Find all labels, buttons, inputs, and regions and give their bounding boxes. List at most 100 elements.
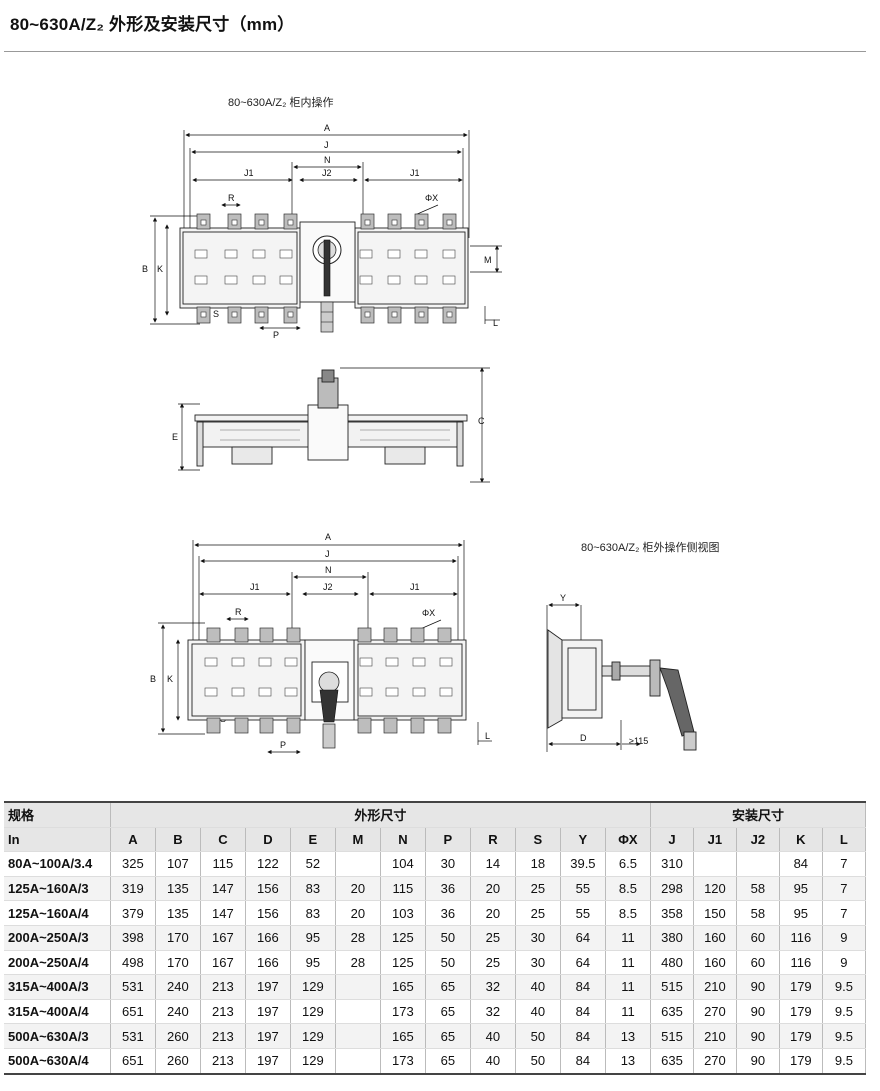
dim-C: C xyxy=(478,416,485,426)
dim-X-2: ΦX xyxy=(422,608,435,618)
table-cell: 30 xyxy=(515,925,561,951)
table-cell: 122 xyxy=(245,851,291,877)
table-cell: 147 xyxy=(200,876,246,902)
table-cell: 319 xyxy=(110,876,156,902)
table-cell: 498 xyxy=(110,950,156,976)
table-cell xyxy=(335,1023,381,1049)
table-cell: 156 xyxy=(245,876,291,902)
table-cell: 480 xyxy=(650,950,694,976)
side-view-drawing: C E xyxy=(172,367,490,483)
top-caption: 80~630A/Z₂ 柜内操作 xyxy=(228,95,333,109)
table-cell: 25 xyxy=(515,900,561,926)
table-cell: 651 xyxy=(110,1048,156,1075)
column-header: A xyxy=(110,827,156,853)
table-cell: 9.5 xyxy=(822,974,867,1000)
row-model: 315A~400A/4 xyxy=(4,999,111,1025)
table-cell: 651 xyxy=(110,999,156,1025)
table-cell: 11 xyxy=(605,950,651,976)
row-model: 80A~100A/3.4 xyxy=(4,851,111,877)
table-cell: 167 xyxy=(200,950,246,976)
table-cell: 13 xyxy=(605,1048,651,1075)
table-cell: 160 xyxy=(693,950,737,976)
row-model: 500A~630A/4 xyxy=(4,1048,111,1075)
table-cell: 129 xyxy=(290,999,336,1025)
dim-min-115: ≥115 xyxy=(629,736,648,746)
table-cell xyxy=(335,851,381,877)
row-model: 125A~160A/3 xyxy=(4,876,111,902)
table-cell: 7 xyxy=(822,900,867,926)
dim-D: D xyxy=(580,733,587,743)
table-cell: 9 xyxy=(822,950,867,976)
table-cell: 167 xyxy=(200,925,246,951)
table-cell: 197 xyxy=(245,999,291,1025)
table-cell: 52 xyxy=(290,851,336,877)
column-header: E xyxy=(290,827,336,853)
table-cell: 103 xyxy=(380,900,426,926)
table-cell: 9 xyxy=(822,925,867,951)
dim-L: L xyxy=(493,318,498,328)
column-header: J2 xyxy=(736,827,780,853)
table-cell xyxy=(335,1048,381,1075)
handle-side-view-drawing: 80~630A/Z₂ 柜外操作侧视图 Y D ≥115 xyxy=(546,540,719,752)
table-cell: 36 xyxy=(425,900,471,926)
table-cell: 65 xyxy=(425,1023,471,1049)
table-cell: 115 xyxy=(380,876,426,902)
table-cell: 298 xyxy=(650,876,694,902)
table-cell: 25 xyxy=(515,876,561,902)
table-cell: 65 xyxy=(425,999,471,1025)
table-cell xyxy=(693,851,737,877)
table-cell: 129 xyxy=(290,1048,336,1075)
table-cell: 58 xyxy=(736,876,780,902)
table-cell: 165 xyxy=(380,1023,426,1049)
table-cell: 129 xyxy=(290,974,336,1000)
table-cell: 135 xyxy=(155,900,201,926)
outer-operation-drawing: A J N J1 J2 J1 R ΦX B K S P L xyxy=(150,532,492,755)
table-cell: 197 xyxy=(245,1023,291,1049)
table-cell: 90 xyxy=(736,974,780,1000)
column-header: P xyxy=(425,827,471,853)
dim-P: P xyxy=(273,330,279,340)
dim-J1-right-2: J1 xyxy=(410,582,420,592)
table-cell: 13 xyxy=(605,1023,651,1049)
dim-A-2: A xyxy=(325,532,331,542)
table-cell: 213 xyxy=(200,1023,246,1049)
column-header: D xyxy=(245,827,291,853)
side-caption: 80~630A/Z₂ 柜外操作侧视图 xyxy=(581,540,719,554)
column-header: ΦX xyxy=(605,827,651,853)
table-cell: 213 xyxy=(200,1048,246,1075)
table-cell: 84 xyxy=(560,974,606,1000)
table-cell: 83 xyxy=(290,876,336,902)
table-cell: 90 xyxy=(736,1048,780,1075)
table-cell: 197 xyxy=(245,1048,291,1075)
table-cell: 515 xyxy=(650,974,694,1000)
table-cell: 379 xyxy=(110,900,156,926)
table-cell: 58 xyxy=(736,900,780,926)
dim-J1-left: J1 xyxy=(244,168,254,178)
dim-L-2: L xyxy=(485,731,490,741)
table-cell: 9.5 xyxy=(822,1023,867,1049)
table-cell: 11 xyxy=(605,925,651,951)
table-cell: 65 xyxy=(425,1048,471,1075)
table-cell: 32 xyxy=(470,974,516,1000)
table-cell: 150 xyxy=(693,900,737,926)
table-cell: 9.5 xyxy=(822,999,867,1025)
table-cell: 125 xyxy=(380,925,426,951)
column-header: B xyxy=(155,827,201,853)
dim-X: ΦX xyxy=(425,193,438,203)
dim-M: M xyxy=(484,255,492,265)
dim-B-2: B xyxy=(150,674,156,684)
table-cell: 36 xyxy=(425,876,471,902)
table-cell: 8.5 xyxy=(605,876,651,902)
header-spec: 规格 xyxy=(4,800,111,828)
table-cell: 20 xyxy=(335,900,381,926)
table-cell: 125 xyxy=(380,950,426,976)
table-cell: 166 xyxy=(245,925,291,951)
table-cell: 179 xyxy=(779,974,823,1000)
table-cell: 260 xyxy=(155,1023,201,1049)
table-cell: 64 xyxy=(560,925,606,951)
dim-J2: J2 xyxy=(322,168,332,178)
